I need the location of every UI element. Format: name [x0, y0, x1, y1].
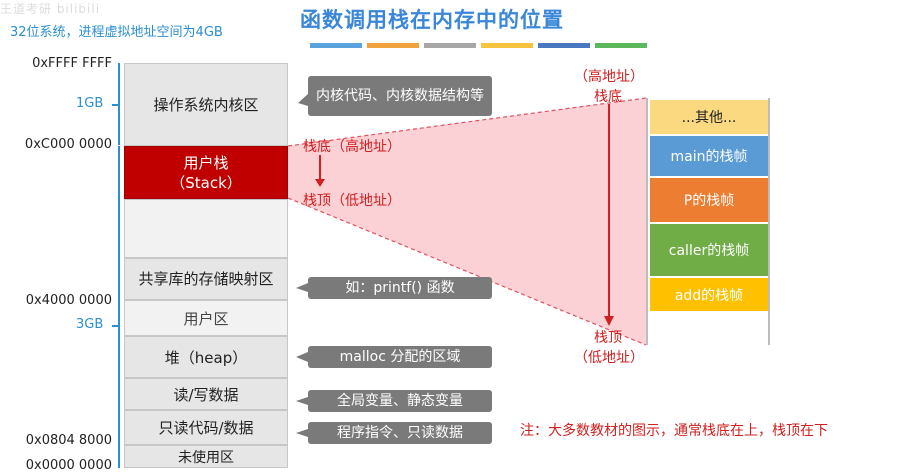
color-bar: [424, 43, 476, 48]
page-title: 函数调用栈在内存中的位置: [300, 8, 564, 32]
frame-label: ...其他...: [681, 110, 737, 126]
right-stack-arrow-head: [604, 316, 614, 326]
rw-callout: 全局变量、静态变量: [308, 390, 492, 412]
heap-label: 堆（heap）: [164, 348, 248, 367]
free-gap-region: [124, 199, 288, 258]
frame-label: add的栈帧: [674, 287, 744, 304]
addr-mmap: 0x4000 0000: [25, 293, 112, 308]
projection-area: [288, 98, 646, 345]
ro-callout: 程序指令、只读数据: [308, 422, 492, 444]
kernel-region-label: 操作系统内核区: [153, 96, 259, 114]
frame-other: ...其他...: [650, 100, 768, 134]
unused-label: 未使用区: [178, 449, 234, 466]
frame-label: P的栈帧: [683, 193, 735, 209]
user-area-label: 用户区: [183, 309, 229, 328]
ro-callout-text: 程序指令、只读数据: [337, 425, 463, 441]
shared-callout: 如：printf() 函数: [308, 277, 492, 299]
user-size: 3GB: [76, 317, 104, 332]
kernel-bracket: [118, 63, 120, 145]
color-bar: [538, 43, 590, 48]
footnote: 注：大多数教材的图示，通常栈底在上，栈顶在下: [520, 423, 828, 439]
right-stack-bottom-label: 栈底: [594, 89, 622, 105]
projection-bottom-line: [287, 197, 647, 346]
rw-data-region: 读/写数据: [124, 378, 288, 410]
high-addr-label: （高地址）: [574, 69, 644, 85]
kernel-callout: 内核代码、内核数据结构等: [308, 76, 492, 116]
color-bar: [595, 43, 647, 48]
frame-main: main的栈帧: [650, 136, 768, 176]
ro-data-label: 只读代码/数据: [158, 419, 254, 437]
title-color-bars: [310, 43, 647, 48]
projection-top-line: [287, 97, 647, 147]
user-bracket: [118, 146, 120, 468]
frame-label: caller的栈帧: [668, 243, 750, 259]
heap-callout-text: malloc 分配的区域: [339, 349, 461, 365]
rw-data-label: 读/写数据: [173, 385, 239, 404]
frames-right-rail: [768, 98, 770, 345]
frame-caller: caller的栈帧: [650, 224, 768, 276]
frame-label: main的栈帧: [670, 149, 748, 165]
ro-data-region: 只读代码/数据: [124, 410, 288, 445]
addr-zero: 0x0000 0000: [25, 458, 112, 473]
shared-callout-text: 如：printf() 函数: [345, 280, 455, 296]
right-stack-top-label: 栈顶: [594, 330, 622, 346]
kernel-bracket-tick: [112, 104, 119, 106]
rw-callout-text: 全局变量、静态变量: [337, 393, 463, 409]
addr-code-start: 0x0804 8000: [25, 433, 112, 448]
addr-top: 0xFFFF FFFF: [32, 56, 112, 71]
kernel-callout-text: 内核代码、内核数据结构等: [316, 88, 484, 104]
subtitle: 32位系统，进程虚拟地址空间为4GB: [10, 25, 223, 40]
color-bar: [367, 43, 419, 48]
watermark: 王道考研 bilibili: [0, 2, 101, 16]
color-bar: [481, 43, 533, 48]
addr-kernel-boundary: 0xC000 0000: [24, 137, 112, 152]
user-stack-region: 用户栈 （Stack）: [124, 146, 288, 199]
unused-region: 未使用区: [124, 445, 288, 468]
shared-lib-label: 共享库的存储映射区: [138, 270, 274, 288]
frame-add: add的栈帧: [650, 278, 768, 311]
stack-bottom-label: 栈底（高地址）: [303, 139, 401, 155]
low-addr-label: （低地址）: [574, 350, 644, 366]
stack-top-label: 栈顶（低地址）: [303, 193, 401, 209]
kernel-size: 1GB: [76, 96, 104, 111]
frames-left-rail: [646, 98, 648, 345]
frame-p: P的栈帧: [650, 178, 768, 222]
user-area-region: 用户区: [124, 300, 288, 336]
stack-label: 用户栈: [183, 153, 229, 172]
shared-lib-region: 共享库的存储映射区: [124, 258, 288, 300]
heap-region: 堆（heap）: [124, 336, 288, 378]
stack-label-en: （Stack）: [170, 173, 242, 192]
kernel-region: 操作系统内核区: [124, 63, 288, 146]
left-stack-arrow-head: [315, 179, 325, 187]
heap-callout: malloc 分配的区域: [308, 346, 492, 368]
color-bar: [310, 43, 362, 48]
user-bracket-tick: [112, 325, 119, 327]
